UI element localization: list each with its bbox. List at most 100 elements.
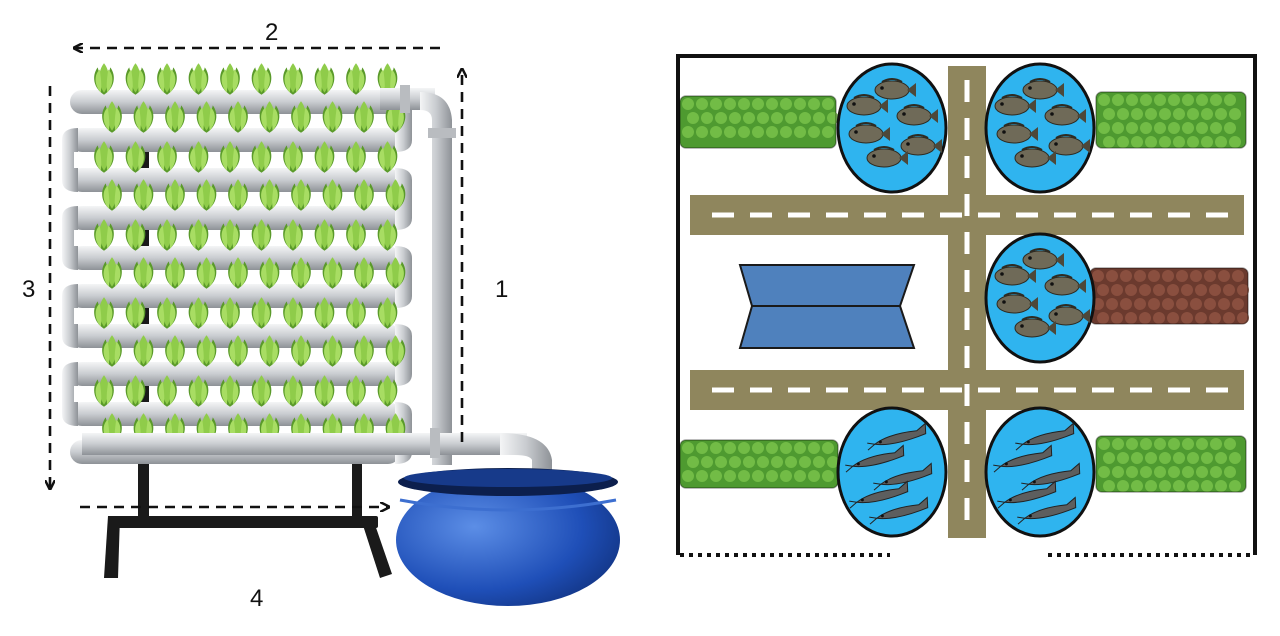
lettuce-plant <box>133 335 154 367</box>
lettuce-plant <box>314 63 335 95</box>
lettuce-plant <box>133 179 154 211</box>
crop-beds <box>679 91 1249 493</box>
lettuce-plant <box>165 257 185 289</box>
lettuce-plant <box>94 219 114 251</box>
fish-ponds <box>836 62 1096 538</box>
lettuce-plant <box>188 219 209 251</box>
lettuce-plant <box>220 63 240 95</box>
lettuce-plant <box>346 219 366 251</box>
lettuce-plant <box>283 297 303 329</box>
lettuce-plant <box>322 101 343 133</box>
lettuce-plant <box>102 101 122 133</box>
catfish-fish <box>845 444 905 473</box>
lettuce-plant <box>346 297 366 329</box>
lettuce-plants <box>94 63 406 445</box>
pipe-row <box>70 402 400 426</box>
lettuce-plant <box>157 219 177 251</box>
tilapia-fish <box>994 94 1036 116</box>
crop-bed <box>1095 435 1247 493</box>
tilapia-fish <box>896 104 938 126</box>
tilapia-fish <box>848 122 890 144</box>
lettuce-plant <box>259 101 280 133</box>
lettuce-plant <box>102 179 122 211</box>
lettuce-plant <box>314 141 335 173</box>
tilapia-fish <box>996 122 1038 144</box>
flow-arrows <box>50 48 462 507</box>
crop-bed <box>1089 267 1249 325</box>
tilapia-fish <box>996 292 1038 314</box>
lettuce-plant <box>314 375 335 407</box>
lettuce-plant <box>94 63 114 95</box>
pipe-row <box>70 362 400 386</box>
lettuce-plant <box>165 101 185 133</box>
catfish-fish <box>869 496 929 525</box>
fish-pond <box>984 232 1096 364</box>
catfish-fish <box>997 480 1057 509</box>
tilapia-fish <box>994 264 1036 286</box>
lettuce-plant <box>346 63 366 95</box>
lettuce-plant <box>385 335 406 367</box>
lettuce-plant <box>251 375 272 407</box>
lettuce-plant <box>188 297 209 329</box>
road-vertical <box>948 66 986 538</box>
tilapia-fish <box>1048 134 1090 156</box>
tilapia-fish <box>1044 274 1086 296</box>
lettuce-plant <box>220 219 240 251</box>
crop-bed <box>1095 91 1247 149</box>
pipe-bend <box>62 128 78 192</box>
lettuce-plant <box>102 257 122 289</box>
lettuce-plant <box>165 179 185 211</box>
pipe-row <box>70 90 400 114</box>
pipe-row <box>70 206 400 230</box>
pipe-row <box>70 324 400 348</box>
lettuce-plant <box>125 141 146 173</box>
fish-pond <box>984 62 1096 194</box>
lettuce-plant <box>228 335 248 367</box>
lettuce-plant <box>196 335 217 367</box>
lettuce-plant <box>283 63 303 95</box>
lettuce-plant <box>322 335 343 367</box>
lettuce-plant <box>291 179 311 211</box>
tilapia-fish <box>866 146 908 168</box>
lettuce-plant <box>125 219 146 251</box>
label-1: 1 <box>495 276 508 303</box>
lettuce-plant <box>125 297 146 329</box>
lettuce-plant <box>251 297 272 329</box>
lettuce-plant <box>354 179 374 211</box>
lettuce-plant <box>259 335 280 367</box>
lettuce-plant <box>322 179 343 211</box>
lettuce-plant <box>220 297 240 329</box>
catfish-fish <box>1015 422 1075 451</box>
tilapia-fish <box>1014 146 1056 168</box>
label-2: 2 <box>265 19 278 46</box>
lettuce-plant <box>346 375 366 407</box>
lettuce-plant <box>188 375 209 407</box>
lettuce-plant <box>385 179 406 211</box>
lettuce-plant <box>346 141 366 173</box>
lettuce-plant <box>165 335 185 367</box>
tilapia-fish <box>1048 304 1090 326</box>
lettuce-plant <box>291 335 311 367</box>
pipe-row <box>70 128 400 152</box>
tilapia-fish <box>1022 78 1064 100</box>
lettuce-plant <box>94 141 114 173</box>
pipe-row <box>70 246 400 270</box>
lettuce-plant <box>354 335 374 367</box>
roads <box>690 66 1244 538</box>
pipe-row <box>70 168 400 192</box>
crop-bed <box>679 95 839 149</box>
lettuce-plant <box>251 219 272 251</box>
lettuce-plant <box>196 257 217 289</box>
tilapia-fish <box>846 94 888 116</box>
lettuce-plant <box>157 141 177 173</box>
lettuce-plant <box>133 101 154 133</box>
lettuce-plant <box>385 257 406 289</box>
lettuce-plant <box>228 257 248 289</box>
lettuce-plant <box>157 375 177 407</box>
lettuce-plant <box>94 297 114 329</box>
site-boundary <box>676 54 1257 555</box>
pipe-bend <box>62 284 78 348</box>
lettuce-plant <box>133 257 154 289</box>
tilapia-fish <box>1044 104 1086 126</box>
lettuce-plant <box>102 335 122 367</box>
